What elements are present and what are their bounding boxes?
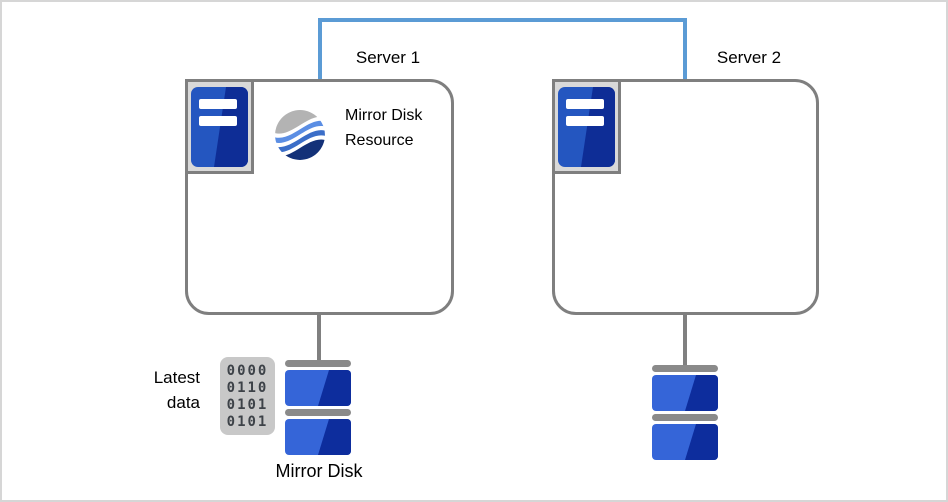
server1-mirror-disk-icon xyxy=(285,360,351,455)
binary-data-icon: 0000 0110 0101 0101 xyxy=(220,357,275,435)
disk-bar xyxy=(285,409,351,416)
binary-row: 0101 xyxy=(226,414,269,430)
server2-disk-connector-line xyxy=(683,314,687,366)
binary-row: 0101 xyxy=(226,397,269,413)
server1-tower-icon xyxy=(185,79,254,174)
disk-platter xyxy=(285,370,351,406)
server2-label: Server 2 xyxy=(716,48,782,67)
mirror-disk-resource-label: Mirror Disk Resource xyxy=(345,107,423,149)
disk-platter xyxy=(652,375,718,411)
server1-disk-connector-line xyxy=(317,313,321,361)
server-tower-icon xyxy=(191,86,248,167)
disk-bar xyxy=(652,365,718,372)
interconnect-line xyxy=(318,18,687,79)
server2-mirror-disk-icon xyxy=(652,365,718,460)
binary-row: 0000 xyxy=(226,363,269,379)
server-tower-icon xyxy=(558,86,615,167)
binary-row: 0110 xyxy=(226,380,269,396)
disk-bar xyxy=(652,414,718,421)
server1-label: Server 1 xyxy=(355,48,421,67)
mirror-disk-resource-icon xyxy=(274,109,326,161)
disk-platter xyxy=(285,419,351,455)
mirror-disk-label: Mirror Disk xyxy=(275,461,363,481)
latest-data-label: Latest data xyxy=(153,368,200,412)
disk-platter xyxy=(652,424,718,460)
disk-bar xyxy=(285,360,351,367)
server2-tower-icon xyxy=(552,79,621,174)
